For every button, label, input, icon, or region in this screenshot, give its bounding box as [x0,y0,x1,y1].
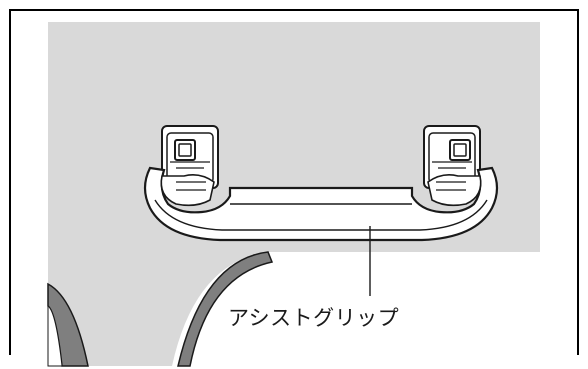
handle-contour [154,199,488,231]
pillar-garnish-inner [47,304,63,367]
door-trim-band [177,251,274,367]
callout-label: アシストグリップ [228,306,400,330]
left-mount-bracket [161,125,219,190]
right-mount-bracket [423,125,481,190]
handle-left-pocket-detail [176,181,206,191]
diagram-frame [9,9,579,355]
handle-right-pocket-detail [436,181,466,191]
